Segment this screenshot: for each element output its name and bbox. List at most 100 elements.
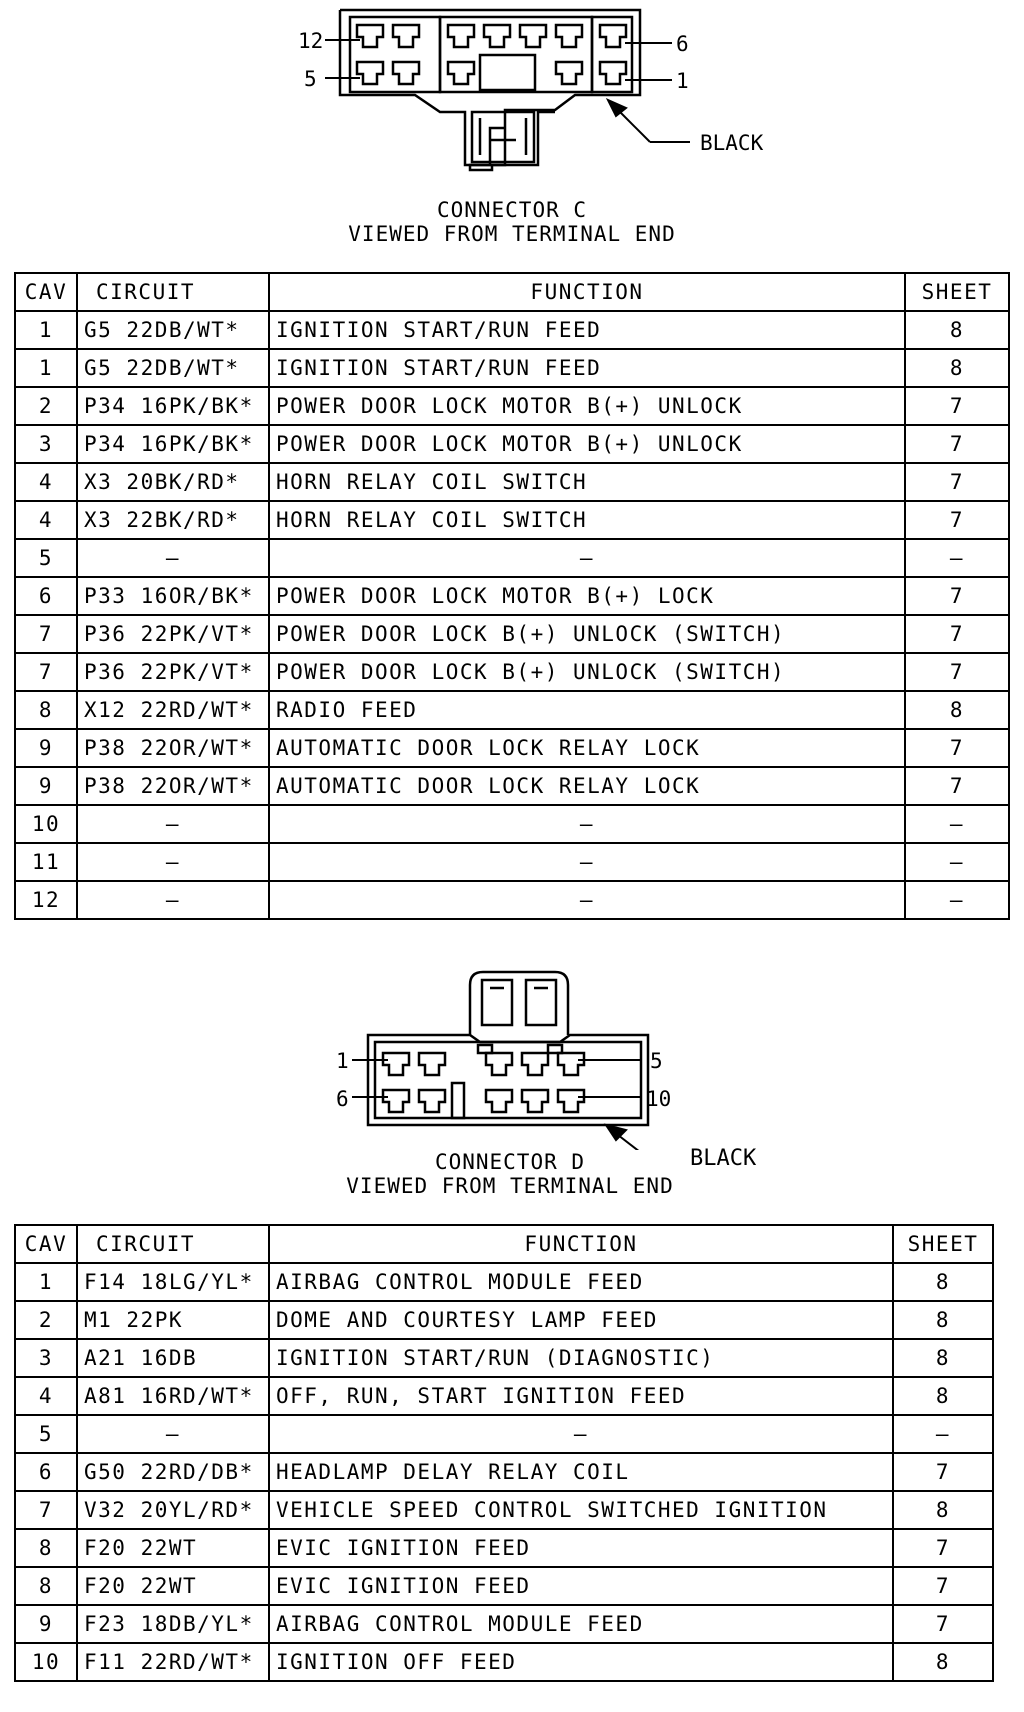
connector-d-subtitle: VIEWED FROM TERMINAL END bbox=[346, 1174, 674, 1198]
cav-cell: 5 bbox=[14, 538, 78, 578]
function-cell: AUTOMATIC DOOR LOCK RELAY LOCK bbox=[268, 728, 906, 768]
circuit-cell: A81 16RD/WT* bbox=[76, 1376, 270, 1416]
cav-cell: 6 bbox=[14, 1452, 78, 1492]
function-cell: — bbox=[268, 842, 906, 882]
circuit-cell: G50 22RD/DB* bbox=[76, 1452, 270, 1492]
function-cell: — bbox=[268, 1414, 894, 1454]
sheet-cell: 7 bbox=[892, 1566, 994, 1606]
function-cell: VEHICLE SPEED CONTROL SWITCHED IGNITION bbox=[268, 1490, 894, 1530]
sheet-cell: 8 bbox=[892, 1338, 994, 1378]
sheet-cell: — bbox=[904, 804, 1010, 844]
circuit-header: CIRCUIT bbox=[76, 1224, 270, 1264]
connector-d-pin-10-label: 10 bbox=[646, 1087, 671, 1111]
sheet-cell: 8 bbox=[892, 1300, 994, 1340]
sheet-cell: 7 bbox=[904, 462, 1010, 502]
sheet-cell: 7 bbox=[892, 1604, 994, 1644]
circuit-cell: F14 18LG/YL* bbox=[76, 1262, 270, 1302]
sheet-cell: 7 bbox=[892, 1528, 994, 1568]
table-row: 10——— bbox=[14, 804, 1010, 844]
circuit-cell: F23 18DB/YL* bbox=[76, 1604, 270, 1644]
function-cell: POWER DOOR LOCK B(+) UNLOCK (SWITCH) bbox=[268, 614, 906, 654]
function-cell: AIRBAG CONTROL MODULE FEED bbox=[268, 1604, 894, 1644]
sheet-cell: — bbox=[904, 880, 1010, 920]
cav-cell: 1 bbox=[14, 348, 78, 388]
sheet-cell: — bbox=[892, 1414, 994, 1454]
connector-d-pin-6-label: 6 bbox=[336, 1087, 349, 1111]
connector-d-drawing: 1 6 5 10 bbox=[336, 970, 671, 1150]
cav-header: CAV bbox=[14, 1224, 78, 1264]
cav-cell: 5 bbox=[14, 1414, 78, 1454]
cav-cell: 1 bbox=[14, 1262, 78, 1302]
circuit-cell: G5 22DB/WT* bbox=[76, 348, 270, 388]
cav-cell: 3 bbox=[14, 1338, 78, 1378]
circuit-cell: — bbox=[76, 842, 270, 882]
cav-cell: 2 bbox=[14, 1300, 78, 1340]
cav-cell: 4 bbox=[14, 462, 78, 502]
cav-cell: 3 bbox=[14, 424, 78, 464]
circuit-cell: X3 20BK/RD* bbox=[76, 462, 270, 502]
circuit-cell: X3 22BK/RD* bbox=[76, 500, 270, 540]
sheet-cell: 8 bbox=[904, 690, 1010, 730]
function-cell: IGNITION START/RUN FEED bbox=[268, 348, 906, 388]
circuit-cell: P33 16OR/BK* bbox=[76, 576, 270, 616]
connector-d-diagram: 1 6 5 10 bbox=[0, 960, 1024, 1150]
sheet-cell: 8 bbox=[904, 348, 1010, 388]
cav-header: CAV bbox=[14, 272, 78, 312]
circuit-cell: — bbox=[76, 880, 270, 920]
function-cell: EVIC IGNITION FEED bbox=[268, 1528, 894, 1568]
sheet-cell: — bbox=[904, 538, 1010, 578]
cav-cell: 8 bbox=[14, 690, 78, 730]
circuit-cell: P38 22OR/WT* bbox=[76, 766, 270, 806]
connector-d-pin-1-label: 1 bbox=[336, 1049, 349, 1073]
circuit-cell: P36 22PK/VT* bbox=[76, 614, 270, 654]
sheet-cell: 7 bbox=[904, 500, 1010, 540]
circuit-cell: X12 22RD/WT* bbox=[76, 690, 270, 730]
function-header: FUNCTION bbox=[268, 1224, 894, 1264]
connector-c-color-label: BLACK bbox=[700, 131, 764, 155]
sheet-header: SHEET bbox=[904, 272, 1010, 312]
connector-d-pin-5-label: 5 bbox=[650, 1049, 663, 1073]
function-cell: HEADLAMP DELAY RELAY COIL bbox=[268, 1452, 894, 1492]
connector-c-drawing: 12 5 6 1 BLACK bbox=[298, 8, 764, 172]
circuit-cell: — bbox=[76, 1414, 270, 1454]
function-cell: POWER DOOR LOCK MOTOR B(+) UNLOCK bbox=[268, 386, 906, 426]
function-cell: OFF, RUN, START IGNITION FEED bbox=[268, 1376, 894, 1416]
cav-cell: 7 bbox=[14, 1490, 78, 1530]
sheet-header: SHEET bbox=[892, 1224, 994, 1264]
connector-c-caption: CONNECTOR C VIEWED FROM TERMINAL END bbox=[0, 198, 1024, 246]
function-cell: — bbox=[268, 538, 906, 578]
cav-cell: 4 bbox=[14, 1376, 78, 1416]
cav-cell: 9 bbox=[14, 728, 78, 768]
sheet-cell: 8 bbox=[892, 1490, 994, 1530]
cav-cell: 7 bbox=[14, 614, 78, 654]
sheet-cell: 7 bbox=[904, 614, 1010, 654]
circuit-cell: F20 22WT bbox=[76, 1566, 270, 1606]
circuit-cell: M1 22PK bbox=[76, 1300, 270, 1340]
connector-c-pin-6-label: 6 bbox=[676, 32, 689, 56]
function-cell: HORN RELAY COIL SWITCH bbox=[268, 462, 906, 502]
table-row: 11——— bbox=[14, 842, 1010, 882]
circuit-cell: P34 16PK/BK* bbox=[76, 424, 270, 464]
function-cell: AIRBAG CONTROL MODULE FEED bbox=[268, 1262, 894, 1302]
function-cell: — bbox=[268, 880, 906, 920]
sheet-cell: 7 bbox=[892, 1452, 994, 1492]
circuit-header: CIRCUIT bbox=[76, 272, 270, 312]
cav-cell: 9 bbox=[14, 1604, 78, 1644]
